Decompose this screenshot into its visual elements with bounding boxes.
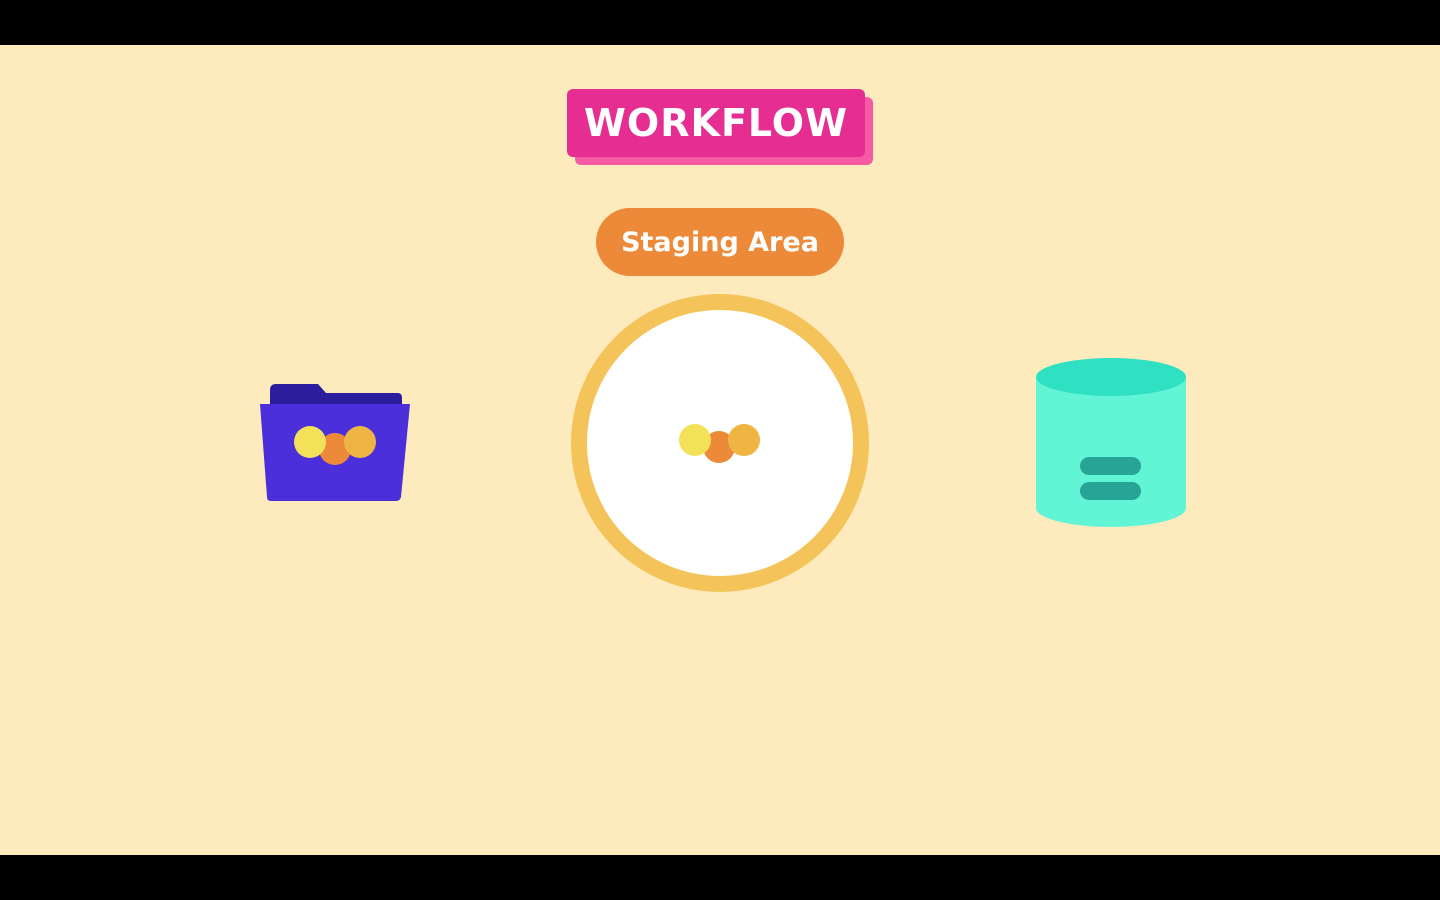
folder-dot-orange — [319, 433, 351, 465]
database-slot-lower — [1080, 482, 1141, 500]
title-badge-group: WORKFLOW — [567, 89, 873, 165]
database-icon — [1036, 358, 1186, 527]
ring-dot-yellow — [679, 424, 711, 456]
ring-dot-gold — [728, 424, 760, 456]
letterbox-bottom — [0, 855, 1440, 900]
database-slot-upper — [1080, 457, 1141, 475]
title-badge: WORKFLOW — [567, 89, 865, 157]
database-body — [1036, 378, 1186, 527]
folder-dot-gold — [344, 426, 376, 458]
staging-ring-icon — [571, 294, 869, 592]
folder-tab — [270, 384, 402, 410]
ring-dot-orange — [703, 431, 735, 463]
database-top — [1036, 358, 1186, 396]
letterbox-top — [0, 0, 1440, 45]
folder-icon — [260, 384, 410, 501]
folder-dot-yellow — [294, 426, 326, 458]
staging-area-label: Staging Area — [596, 208, 844, 276]
